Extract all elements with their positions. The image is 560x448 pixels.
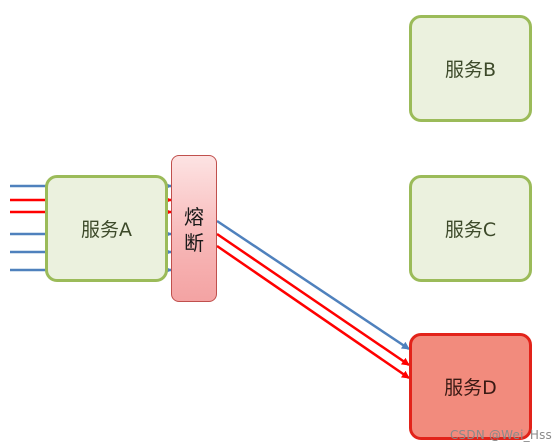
service-c-box: 服务C <box>409 175 532 282</box>
outgoing-request-arrow-1 <box>216 219 410 351</box>
service-a-box: 服务A <box>45 175 168 282</box>
service-b-box: 服务B <box>409 15 532 122</box>
outgoing-request-arrow-2 <box>216 232 410 367</box>
service-c-label: 服务C <box>444 219 497 241</box>
breaker-label-char-1: 熔 <box>184 205 204 229</box>
outgoing-request-arrow-3 <box>216 244 410 380</box>
breaker-label-char-2: 断 <box>184 231 204 255</box>
service-a-label: 服务A <box>81 219 132 241</box>
service-d-box: 服务D <box>409 333 532 440</box>
service-b-label: 服务B <box>444 59 497 81</box>
watermark: CSDN @Wei_Hss <box>449 428 552 442</box>
service-d-label: 服务D <box>444 377 497 399</box>
circuit-breaker-box: 熔 断 <box>171 155 217 302</box>
